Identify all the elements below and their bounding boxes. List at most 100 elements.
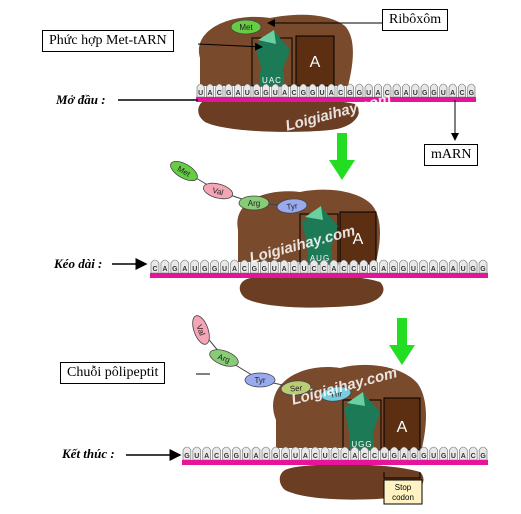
mrna-base: [250, 259, 259, 274]
mrna-base: [308, 83, 317, 98]
mrna-base: [478, 259, 488, 274]
mrna-base: [309, 259, 319, 274]
mrna-base: [271, 83, 280, 98]
mrna-base: [301, 446, 310, 461]
mrna-base-letter: A: [461, 453, 466, 460]
mrna-base: [192, 446, 202, 461]
mrna-base: [359, 259, 369, 274]
mrna-base: [230, 259, 239, 274]
mrna-base: [346, 83, 354, 98]
anticodon-stage2: AUG: [310, 254, 330, 263]
mrna-base-letter: C: [342, 453, 347, 460]
mrna-base-letter: A: [375, 90, 380, 97]
mrna-base: [458, 83, 466, 98]
green-arrow-1: [329, 133, 355, 180]
mrna-base: [281, 446, 290, 461]
mrna-base: [291, 446, 300, 461]
mrna-backbone: [196, 97, 476, 102]
mrna-base-letter: U: [293, 453, 298, 460]
mrna-base-letter: G: [480, 266, 486, 273]
mrna-base-letter: U: [361, 266, 366, 273]
mrna-backbone: [150, 273, 488, 278]
mrna-base-letter: C: [292, 266, 297, 273]
amino-acid-val: Val: [202, 182, 234, 200]
mrna-base-letter: C: [459, 90, 464, 97]
mrna-base: [150, 259, 160, 274]
anticodon-stage3: UGG: [351, 440, 372, 449]
mrna-base-letter: A: [403, 90, 408, 97]
mrna-base: [439, 83, 448, 98]
stop-codon-marker: Stop codon: [383, 472, 423, 505]
mrna-base-letter: U: [192, 266, 197, 273]
mrna-base-letter: U: [245, 90, 250, 97]
mrna-base-letter: C: [313, 453, 318, 460]
mrna-base-letter: G: [469, 90, 475, 97]
mrna-base-letter: U: [222, 266, 227, 273]
mrna-base: [327, 83, 336, 98]
mrna-base-letter: C: [332, 453, 337, 460]
mrna-base-letter: C: [311, 266, 316, 273]
mrna-base-letter: C: [214, 453, 219, 460]
amino-acid-tyr: Tyr: [244, 372, 276, 388]
mrna-base: [200, 259, 209, 274]
mrna-base-letter: G: [441, 453, 447, 460]
mrna-base-letter: U: [273, 90, 278, 97]
mrna-base-letter: G: [283, 453, 289, 460]
met-trna-complex-label: Phức hợp Met-tARN: [42, 30, 174, 52]
mrna-base-letter: A: [182, 266, 187, 273]
mrna-base: [448, 83, 457, 98]
mrna-base-letter: U: [382, 453, 387, 460]
mrna-base-letter: U: [411, 266, 416, 273]
mrna-base: [170, 259, 180, 274]
polypeptide-label-text: Chuỗi pôlipeptit: [67, 365, 159, 380]
mrna-base: [339, 259, 349, 274]
mrna-base: [409, 259, 418, 274]
mrna-base: [429, 446, 438, 461]
stop-codon-label-line2: codon: [392, 493, 414, 502]
mrna-base-letter: G: [480, 453, 486, 460]
mrna-base: [374, 83, 382, 98]
mrna-base: [202, 446, 211, 461]
mrna-base-letter: A: [254, 453, 259, 460]
mrna-base: [399, 446, 409, 461]
amino-acid-met: Met: [170, 160, 198, 182]
mrna-base-letter: A: [381, 266, 386, 273]
mrna-base: [330, 446, 340, 461]
amino-acid-val: Val: [192, 315, 210, 345]
mrna-base: [355, 83, 364, 98]
mrna-base-letter: G: [234, 453, 240, 460]
mrna-base: [318, 83, 326, 98]
met-trna-pointer: [197, 42, 263, 51]
mrna-base-letter: G: [391, 266, 397, 273]
svg-text:Thr: Thr: [330, 389, 343, 400]
mrna-base-letter: A: [235, 90, 240, 97]
mrna-base: [234, 83, 242, 98]
mrna-base-letter: C: [263, 453, 268, 460]
mrna-base: [271, 446, 281, 461]
mrna-base: [459, 446, 468, 461]
mrna-base-letter: G: [262, 266, 268, 273]
mrna-base-letter: A: [331, 266, 336, 273]
mrna-base-letter: U: [323, 453, 328, 460]
mrna-base: [449, 446, 458, 461]
mrna-backbone: [182, 460, 488, 465]
mrna-base: [383, 83, 392, 98]
mrna-base: [439, 446, 448, 461]
mrna-base: [420, 83, 429, 98]
mrna-base: [370, 446, 379, 461]
mrna-base: [182, 446, 192, 461]
mrna-base: [478, 446, 488, 461]
mrna-base-letter: C: [362, 453, 367, 460]
mrna-base-letter: G: [184, 453, 190, 460]
trna-met: UAC: [255, 30, 290, 86]
mrna-base: [350, 446, 359, 461]
mrna-base-letter: U: [431, 453, 436, 460]
mrna-base-letter: U: [461, 266, 466, 273]
mrna-base-letter: G: [371, 266, 377, 273]
polypeptide-chain-label: Chuỗi pôlipeptit: [60, 362, 166, 384]
mrna-base: [380, 446, 389, 461]
ribosome-label: Ribôxôm: [382, 9, 449, 31]
mrna-base: [468, 446, 478, 461]
